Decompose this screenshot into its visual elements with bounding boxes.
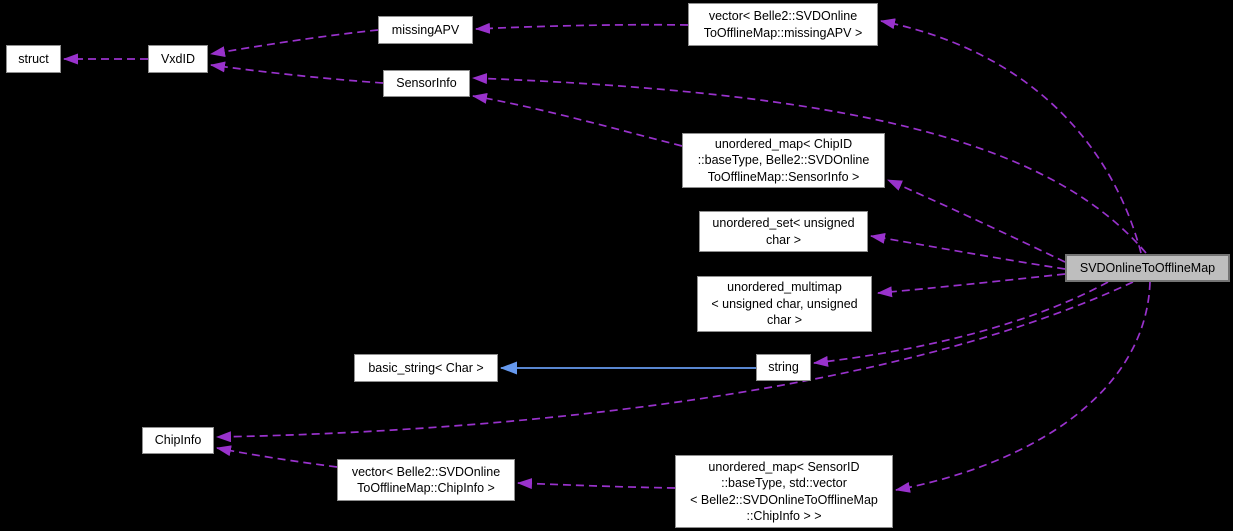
node-unordered-map-chipid-label: unordered_map< ChipID ::baseType, Belle2…	[697, 136, 870, 184]
edge-svd-to-sensorinfo	[472, 73, 1147, 254]
node-vector-missing-apv-label: vector< Belle2::SVDOnline ToOfflineMap::…	[703, 9, 863, 40]
edge-svd-to-chipinfo	[216, 281, 1134, 443]
node-basic-string-label: basic_string< Char >	[368, 360, 484, 375]
edge-svd-to-unordered-set	[870, 232, 1066, 270]
edge-svd-to-unordered-map-sensorid	[895, 281, 1151, 493]
node-unordered-multimap[interactable]: unordered_multimap < unsigned char, unsi…	[697, 276, 872, 332]
node-unordered-map-chipid[interactable]: unordered_map< ChipID ::baseType, Belle2…	[682, 133, 885, 188]
node-svd-online-to-offline-map: SVDOnlineToOfflineMap	[1065, 254, 1230, 282]
edge-unordered-map-chipid-to-sensorinfo	[472, 92, 683, 147]
edge-svd-to-unordered-map-chipid	[887, 179, 1066, 263]
node-sensor-info-label: SensorInfo	[396, 76, 457, 91]
node-chip-info[interactable]: ChipInfo	[142, 427, 214, 454]
edge-svd-to-vector-missingapv	[880, 18, 1142, 254]
node-basic-string[interactable]: basic_string< Char >	[354, 354, 498, 382]
edge-missingapv-to-vxdid	[210, 29, 379, 58]
edge-sensorinfo-to-vxdid	[210, 61, 384, 84]
node-unordered-set-label: unordered_set< unsigned char >	[712, 216, 855, 247]
edge-unordered-map-sensorid-to-vector-chipinfo	[517, 478, 676, 490]
edge-svd-to-unordered-multimap	[877, 273, 1066, 298]
node-missing-apv[interactable]: missingAPV	[378, 16, 473, 44]
node-vector-chip-info-label: vector< Belle2::SVDOnline ToOfflineMap::…	[351, 464, 501, 496]
node-vector-missing-apv[interactable]: vector< Belle2::SVDOnline ToOfflineMap::…	[688, 3, 878, 46]
edge-vector-missingapv-to-missingapv	[475, 22, 689, 34]
edge-svd-to-string	[813, 281, 1109, 367]
node-vxdid[interactable]: VxdID	[148, 45, 208, 73]
node-vector-chip-info[interactable]: vector< Belle2::SVDOnline ToOfflineMap::…	[337, 459, 515, 501]
node-missing-apv-label: missingAPV	[391, 22, 460, 37]
node-struct-label: struct	[18, 51, 49, 66]
node-svd-online-to-offline-map-label: SVDOnlineToOfflineMap	[1079, 260, 1216, 275]
edge-vector-chipinfo-to-chipinfo	[216, 445, 338, 468]
node-unordered-map-sensorid-label: unordered_map< SensorID ::baseType, std:…	[690, 459, 878, 524]
node-string[interactable]: string	[756, 354, 811, 381]
node-vxdid-label: VxdID	[160, 51, 196, 66]
node-unordered-multimap-label: unordered_multimap < unsigned char, unsi…	[711, 280, 858, 328]
node-unordered-set[interactable]: unordered_set< unsigned char >	[699, 211, 868, 252]
node-sensor-info[interactable]: SensorInfo	[383, 70, 470, 97]
node-chip-info-label: ChipInfo	[154, 433, 202, 448]
node-struct[interactable]: struct	[6, 45, 61, 73]
node-string-label: string	[768, 360, 799, 375]
node-unordered-map-sensorid[interactable]: unordered_map< SensorID ::baseType, std:…	[675, 455, 893, 528]
